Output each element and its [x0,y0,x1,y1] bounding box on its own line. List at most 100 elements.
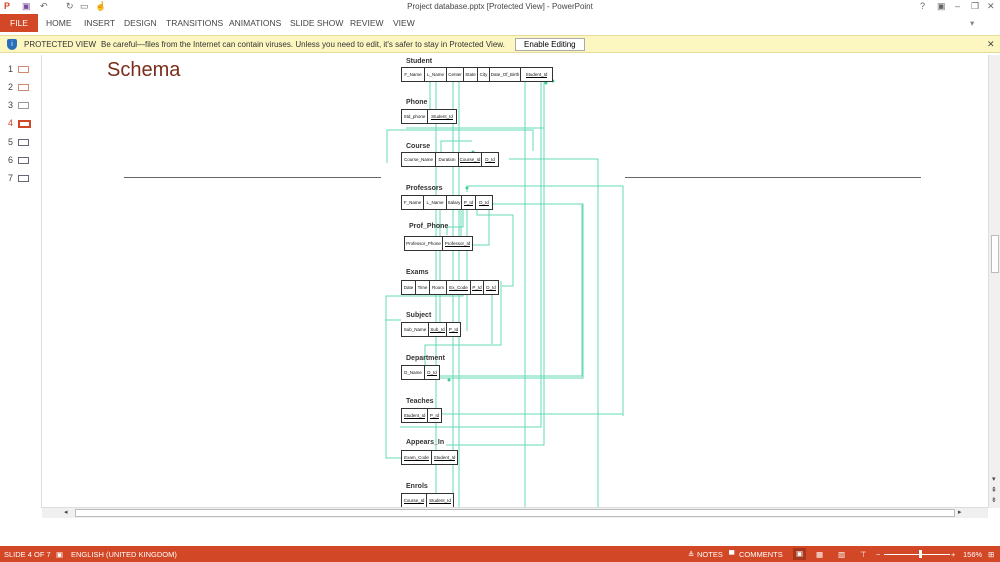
redo-icon[interactable]: ↻ [66,1,74,11]
table-column: Course_Id [402,494,427,507]
zoom-level[interactable]: 156% [963,550,983,559]
column-label: Center [448,72,462,77]
table-column: F_Name [402,68,425,81]
slide-sorter-icon[interactable]: ▦ [816,550,824,559]
zoom-slider[interactable] [884,554,950,555]
start-from-beginning-icon[interactable]: ▭ [80,1,89,11]
close-icon[interactable]: ✕ [987,1,995,11]
tab-review[interactable]: REVIEW [350,18,384,28]
connector [400,75,542,428]
slide-icon [18,157,30,165]
scroll-down-icon[interactable]: ▾ [992,476,996,483]
powerpoint-logo-icon: P [4,1,11,11]
comments-icon: ▀ [729,550,735,559]
slide-show-icon[interactable]: ⊤ [860,550,867,559]
spelling-icon[interactable]: ▣ [56,550,64,559]
next-slide-icon[interactable]: ⇟ [991,497,997,504]
undo-icon[interactable]: ↶ [40,1,48,11]
column-label: Course_Name [403,157,433,162]
vertical-scrollbar[interactable]: ▾ ⇞ ⇟ [988,55,1000,508]
fit-to-window-icon[interactable]: ⊞ [988,550,995,559]
thumbnail-3[interactable]: 3 [8,100,30,110]
tab-design[interactable]: DESIGN [124,18,157,28]
scroll-thumb[interactable] [75,509,955,517]
table-column: Sub_Id [429,323,447,336]
zoom-out-icon[interactable]: − [876,550,881,559]
reading-view-icon[interactable]: ▥ [838,550,846,559]
thumbnail-6[interactable]: 6 [8,155,30,165]
language-status[interactable]: ENGLISH (UNITED KINGDOM) [71,550,177,559]
shield-icon: i [7,39,17,50]
table-name: Course [406,143,431,150]
thumbnail-2[interactable]: 2 [8,82,30,92]
slide-icon [18,175,30,183]
table-column: Ex_Code [447,281,471,294]
table-column: L_Name [424,196,447,209]
table-column: State [464,68,478,81]
column-label: P_Id [463,200,474,206]
thumbnail-7[interactable]: 7 [8,173,30,183]
comments-button[interactable]: COMMENTS [739,550,783,559]
column-label: Ex_Code [449,285,468,291]
horizontal-scrollbar[interactable]: ◂ ▸ [42,507,988,518]
zoom-slider-thumb[interactable] [919,550,922,558]
scroll-thumb[interactable] [991,235,999,273]
tab-insert[interactable]: INSERT [84,18,116,28]
thumbnail-4[interactable]: 4 [8,118,32,128]
scroll-right-icon[interactable]: ▸ [958,509,962,516]
file-tab[interactable]: FILE [0,14,38,32]
thumbnail-number: 1 [8,64,14,74]
column-label: Salary [447,200,461,205]
column-label: Professor_Phone [406,241,441,246]
column-label: Student_Id [431,114,453,120]
table-name: Exams [406,269,429,276]
touch-mode-icon[interactable]: ☝ [95,1,107,11]
table-column: Course_Id [459,153,482,166]
zoom-in-icon[interactable]: + [951,550,956,559]
table-column: D_Id [425,366,439,379]
restore-icon[interactable]: ❐ [971,1,980,11]
tab-view[interactable]: VIEW [393,18,415,28]
column-label: Duration [438,157,456,162]
normal-view-icon[interactable]: ▣ [793,548,807,560]
table-name: Enrols [406,483,428,490]
tab-animations[interactable]: ANIMATIONS [229,18,282,28]
table-column: Std_phone [402,110,428,123]
user-menu-icon[interactable]: ▾ [970,18,975,28]
table-column: D_Name [402,366,425,379]
thumbnail-1[interactable]: 1 [8,64,30,74]
tab-slide-show[interactable]: SLIDE SHOW [290,18,344,28]
close-bar-icon[interactable]: ✕ [987,39,995,49]
thumbnail-number: 5 [8,137,14,147]
thumbnail-5[interactable]: 5 [8,137,30,147]
table-column: Center [447,68,464,81]
minimize-icon[interactable]: – [955,1,961,11]
column-label: L_Name [426,72,444,77]
tab-home[interactable]: HOME [46,18,72,28]
scroll-left-icon[interactable]: ◂ [64,509,68,516]
column-label: Student_Id [433,455,456,461]
window-title: Project database.pptx [Protected View] -… [407,2,593,11]
ribbon-display-icon[interactable]: ▣ [937,1,946,11]
help-icon[interactable]: ? [920,1,926,11]
column-label: D_Id [479,200,489,206]
save-icon[interactable]: ▣ [22,1,31,11]
table-column: Student_Id [428,110,456,123]
slide-canvas[interactable]: Schema [43,55,988,508]
table-column: Time [416,281,430,294]
column-label: F_Name [403,200,422,205]
column-label: Date [403,285,414,290]
column-label: F_Name [404,72,422,77]
previous-slide-icon[interactable]: ⇞ [991,487,997,494]
enable-editing-button[interactable]: Enable Editing [514,37,585,51]
column-label: Student_Id [429,498,451,504]
table-column: Sub_Name [402,323,429,336]
tab-transitions[interactable]: TRANSITIONS [166,18,224,28]
table-column: Date [402,281,416,294]
table-column: Salary [447,196,462,209]
notes-button[interactable]: NOTES [697,550,723,559]
